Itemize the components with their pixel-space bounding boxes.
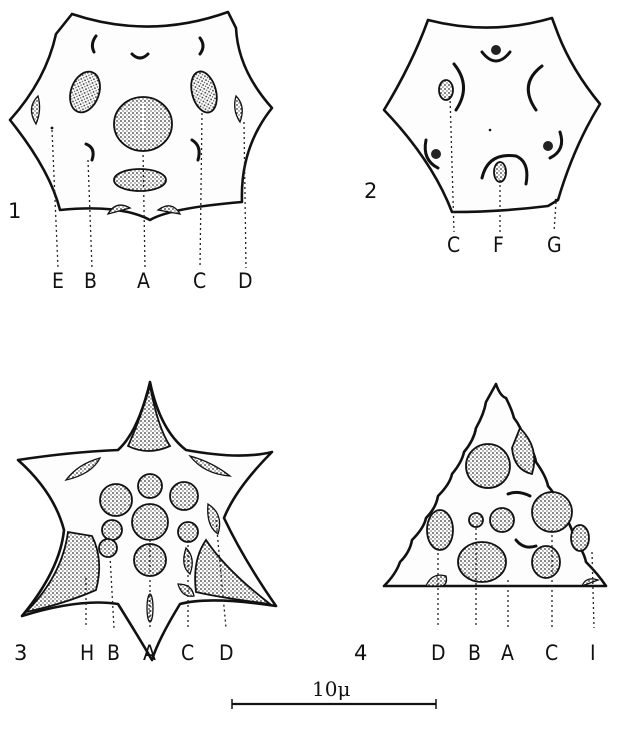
figure-3-pore-a <box>132 504 168 540</box>
figure-4-pore <box>532 546 560 578</box>
figure-4-label-i: I <box>590 641 596 665</box>
figure-3-pore-c <box>178 522 198 542</box>
figure-3-number: 3 <box>14 641 27 665</box>
figure-1-label-b: B <box>84 269 97 293</box>
figure-4: 4 D B A C I <box>354 384 606 665</box>
figure-2-pore <box>491 45 501 55</box>
figure-4-label-a: A <box>501 641 514 665</box>
figure-2-number: 2 <box>364 179 377 203</box>
figure-2: 2 C F G <box>364 18 600 257</box>
figure-2-label-g: G <box>547 233 562 257</box>
figure-3-label-h: H <box>80 641 94 665</box>
figure-4-pore <box>458 542 506 582</box>
figure-1-label-d: D <box>238 269 253 293</box>
figure-1: 1 E B A C D <box>8 12 272 293</box>
figure-2-label-f: F <box>493 233 504 257</box>
figure-4-pore-c <box>532 492 572 532</box>
figure-2-pore-c <box>439 80 453 100</box>
figure-3-pore-b <box>99 539 117 557</box>
scale-bar-label: 10μ <box>312 677 350 701</box>
figure-3-pore <box>138 474 162 498</box>
figure-3-label-b: B <box>107 641 120 665</box>
figure-4-label-c: C <box>545 641 558 665</box>
figure-1-label-a: A <box>137 269 150 293</box>
figure-4-pore-b <box>469 513 483 527</box>
figure-4-label-d: D <box>431 641 446 665</box>
figure-1-label-e: E <box>52 269 64 293</box>
figure-3-pore <box>170 482 198 510</box>
figure-3-label-d: D <box>219 641 234 665</box>
figure-3-label-a: A <box>143 641 156 665</box>
figure-1-label-c: C <box>193 269 206 293</box>
figure-4-pore <box>571 525 589 551</box>
figure-4-label-b: B <box>468 641 481 665</box>
figure-2-label-c: C <box>447 233 460 257</box>
figure-2-pore-f <box>494 162 506 182</box>
figure-4-pore-d <box>427 510 453 550</box>
figure-3-pore <box>100 484 132 516</box>
scale-bar: 10μ <box>232 677 436 709</box>
figure-3: 3 H B A C D <box>14 382 276 665</box>
figure-3-label-c: C <box>181 641 194 665</box>
figure-1-pore <box>114 169 166 191</box>
figure-4-pore <box>490 508 514 532</box>
figure-4-pore <box>466 444 510 488</box>
figure-1-number: 1 <box>8 199 21 223</box>
figure-4-number: 4 <box>354 641 367 665</box>
figure-3-pore <box>102 520 122 540</box>
